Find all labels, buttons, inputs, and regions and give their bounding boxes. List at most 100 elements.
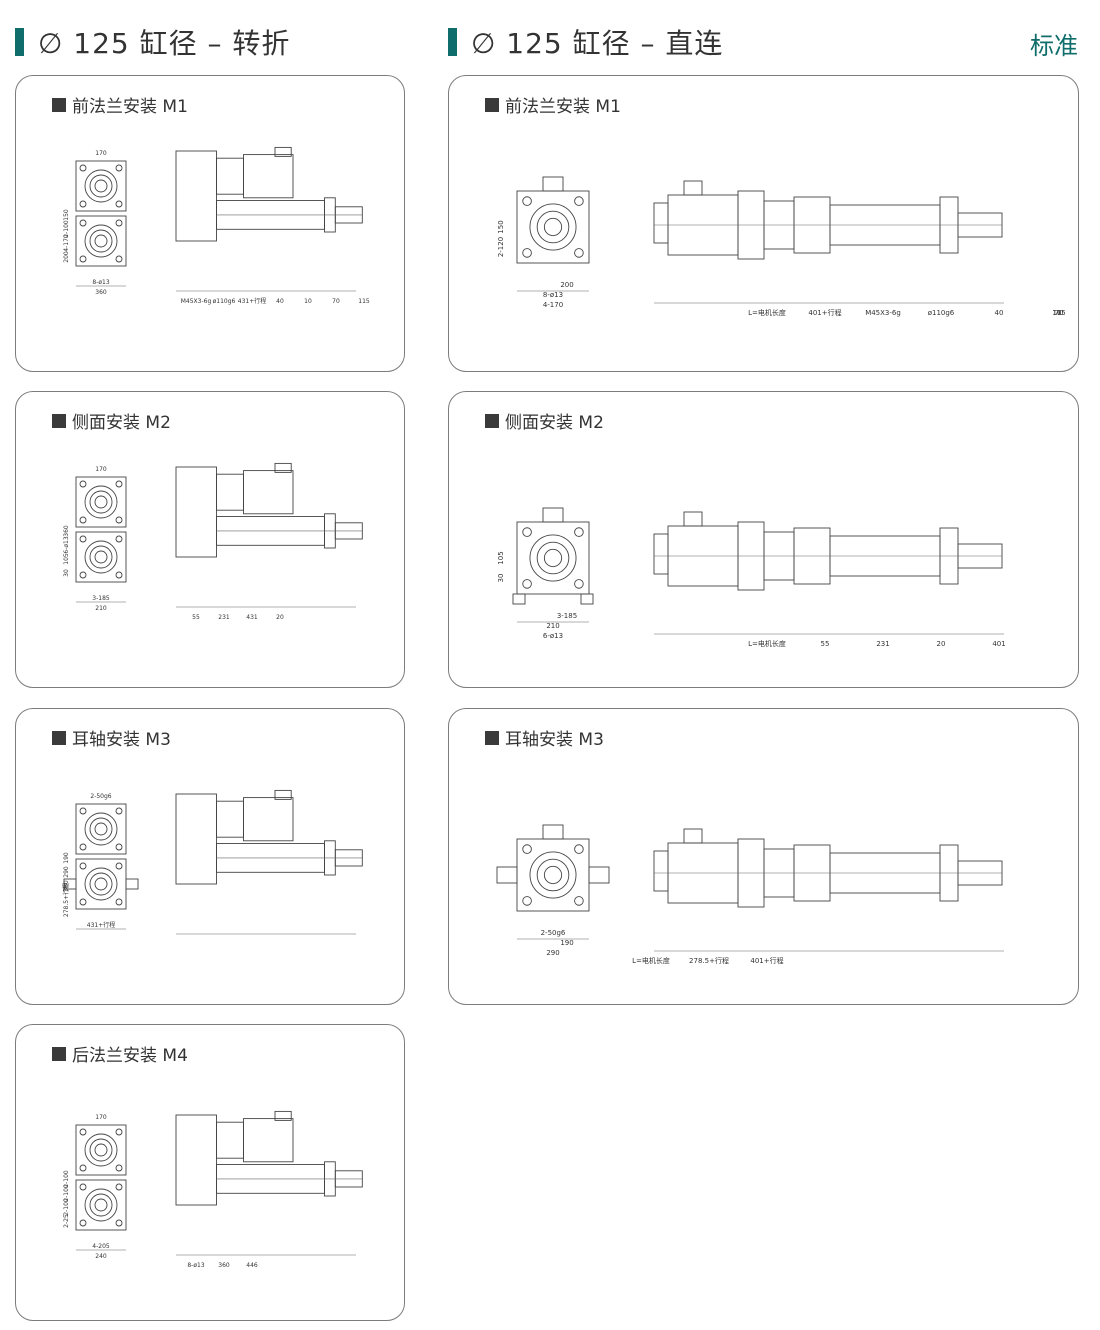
bore-middle xyxy=(536,858,570,892)
card-header: 耳轴安装 M3 xyxy=(485,725,604,750)
bore-outer xyxy=(84,1188,118,1222)
bolt-hole xyxy=(115,571,123,579)
motor-body xyxy=(243,1118,294,1163)
bolt-hole xyxy=(574,527,584,537)
dimension-label: 200 xyxy=(560,281,573,289)
flange-plate xyxy=(75,1179,127,1231)
bolt-hole xyxy=(115,255,123,263)
card-header: 后法兰安装 M4 xyxy=(52,1041,188,1066)
bolt-hole xyxy=(79,516,87,524)
coupling xyxy=(216,800,244,838)
motor-connector xyxy=(542,507,564,523)
dimension-label: 431 xyxy=(246,614,258,621)
bolt-hole xyxy=(522,896,532,906)
dimension-label: L=电机长度 xyxy=(748,308,786,317)
square-bullet-icon xyxy=(52,1046,66,1061)
motor-connector xyxy=(274,789,292,800)
dimension-label: 10 xyxy=(304,298,312,305)
dimension-label: 401 xyxy=(992,640,1005,648)
bolt-hole xyxy=(115,164,123,172)
dimension-label: 190 xyxy=(560,939,573,947)
bore-inner xyxy=(94,550,108,564)
bolt-hole xyxy=(115,480,123,488)
trunnion-pin xyxy=(496,866,518,884)
card-title: 耳轴安装 M3 xyxy=(72,730,171,750)
dimension-label: 30 xyxy=(63,569,70,577)
bolt-hole xyxy=(115,898,123,906)
dimension-label: ø110g6 xyxy=(928,309,955,317)
bolt-hole xyxy=(115,535,123,543)
bore-outer xyxy=(84,812,118,846)
flange-plate xyxy=(516,190,590,264)
motor-body xyxy=(243,797,294,842)
bore-outer xyxy=(84,867,118,901)
bore-outer xyxy=(529,851,577,899)
bore-outer xyxy=(529,203,577,251)
dimension-label: 115 xyxy=(358,298,370,305)
card-title: 前法兰安装 M1 xyxy=(505,97,621,117)
coupling xyxy=(216,157,244,195)
square-bullet-icon xyxy=(485,97,499,112)
title-text: ∅ 125 缸径 – 转折 xyxy=(38,27,291,60)
dimension-label: 40 xyxy=(276,298,284,305)
trunnion-pin xyxy=(125,878,139,890)
card-header: 前法兰安装 M1 xyxy=(52,92,188,117)
foot xyxy=(512,593,526,605)
dimension-label: 360 xyxy=(95,289,107,296)
gearbox-housing xyxy=(175,150,217,242)
card-header: 前法兰安装 M1 xyxy=(485,92,621,117)
bolt-hole xyxy=(522,248,532,258)
dimension-label: 20 xyxy=(937,640,946,648)
bore-inner xyxy=(543,548,563,568)
bolt-hole xyxy=(79,219,87,227)
bore-inner xyxy=(94,1143,108,1157)
dimension-label: 170 xyxy=(95,150,107,157)
bore-middle xyxy=(536,541,570,575)
bore-inner xyxy=(94,179,108,193)
flange-plate xyxy=(516,521,590,595)
bolt-hole xyxy=(115,843,123,851)
bolt-hole xyxy=(79,898,87,906)
bolt-hole xyxy=(522,579,532,589)
bolt-hole xyxy=(79,1183,87,1191)
dimension-label: ø110g6 xyxy=(213,298,236,305)
bore-outer xyxy=(84,169,118,203)
bolt-hole xyxy=(115,516,123,524)
bore-inner xyxy=(94,234,108,248)
bore-middle xyxy=(89,229,113,253)
dimension-label: 8-ø13 xyxy=(92,279,109,286)
bolt-hole xyxy=(115,1183,123,1191)
motor-rear xyxy=(653,533,669,575)
dimension-label: 55 xyxy=(821,640,830,648)
dimension-label: 190 xyxy=(63,852,70,864)
dimension-label: M45X3-6g xyxy=(181,298,212,305)
dimension-label: 115 xyxy=(1052,309,1065,317)
bore-middle xyxy=(89,545,113,569)
dimension-label: 2-100 xyxy=(63,1170,70,1188)
bolt-hole xyxy=(522,844,532,854)
flange-plate xyxy=(516,838,590,912)
motor-rear xyxy=(653,202,669,244)
bore-outer xyxy=(84,540,118,574)
bolt-hole xyxy=(79,535,87,543)
flange-plate xyxy=(75,803,127,855)
bolt-hole xyxy=(79,1164,87,1172)
card-title: 侧面安装 M2 xyxy=(505,413,604,433)
dimension-label: 240 xyxy=(95,1253,107,1260)
bolt-hole xyxy=(79,200,87,208)
title-accent-bar xyxy=(448,28,457,56)
dimension-label: 55 xyxy=(192,614,200,621)
dimension-label: 278.5+行程 xyxy=(62,883,70,917)
dimension-label: 290 xyxy=(546,949,559,957)
dimension-label: 170 xyxy=(95,1114,107,1121)
motor-connector xyxy=(274,462,292,473)
motor-rear xyxy=(653,850,669,892)
dimension-label: 150 xyxy=(63,209,70,221)
